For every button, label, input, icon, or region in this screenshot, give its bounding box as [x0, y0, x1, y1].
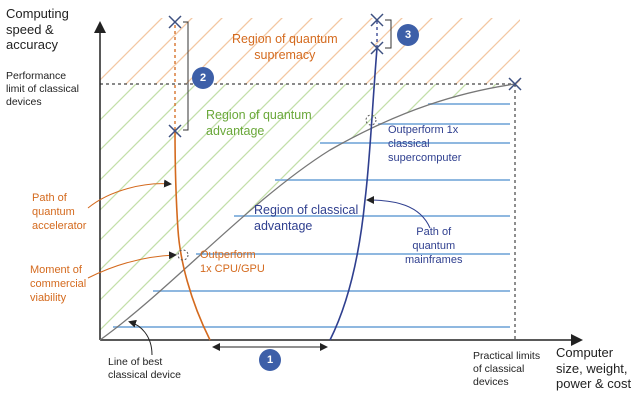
viability-label-line: commercial	[30, 277, 87, 290]
advantage-label-line: Region of quantum	[206, 108, 312, 122]
practical-limits-line-text: Practical limits	[473, 350, 541, 362]
x-axis-label-line: Computer	[556, 345, 614, 360]
best-classical-label: Line of best classical device	[108, 356, 181, 382]
super-crossover-marker	[365, 114, 377, 126]
performance-limit-line-text: Performance	[6, 70, 67, 82]
viability-pointer	[87, 251, 177, 279]
accelerator-label-line: quantum	[32, 205, 75, 218]
y-axis-label: Computing speed & accuracy	[6, 6, 69, 53]
mainframe-pointer	[366, 196, 431, 229]
best-classical-curve	[99, 83, 516, 341]
classical-device-bars	[113, 103, 510, 328]
mainframe-label-line: mainframes	[405, 253, 463, 266]
performance-limit-label: Performance limit of classical devices	[6, 70, 79, 109]
performance-limit-line-text: limit of classical	[6, 83, 79, 96]
x-axis-label-line: size, weight,	[556, 360, 628, 376]
bracket-3	[385, 19, 392, 49]
x-axis-label-line: power & cost	[556, 376, 632, 392]
mainframe-label-line: quantum	[412, 239, 456, 252]
badge-1: 1	[259, 349, 281, 371]
supremacy-label-line: supremacy	[254, 47, 316, 62]
viability-label-line: Moment of	[30, 264, 82, 276]
best-classical-line: Line of best	[108, 356, 163, 368]
outperform-super-line: Outperform 1x	[388, 124, 459, 136]
outperform-cpu-label: Outperform 1x CPU/GPU	[200, 249, 265, 277]
outperform-cpu-line: Outperform	[200, 249, 256, 261]
classical-label-line: advantage	[254, 218, 313, 233]
classical-label-line: Region of classical	[254, 203, 359, 217]
y-axis-label-line: accuracy	[6, 37, 59, 53]
supremacy-region-label: Region of quantum supremacy	[232, 32, 338, 63]
best-classical-line: classical device	[108, 369, 181, 382]
accelerator-label-line: accelerator	[32, 219, 87, 232]
accelerator-pointer	[87, 179, 172, 209]
badge-3: 3	[397, 24, 419, 46]
cpu-crossover-marker	[177, 249, 189, 261]
outperform-super-line: supercomputer	[388, 151, 462, 164]
best-classical-pointer	[128, 319, 153, 356]
practical-limits-label: Practical limits of classical devices	[473, 350, 540, 389]
accelerator-path	[174, 129, 211, 341]
advantage-label-line: advantage	[206, 123, 265, 138]
mainframe-path-label: Path of quantum mainframes	[405, 226, 462, 267]
performance-limit-line-text: devices	[6, 96, 42, 109]
outperform-supercomputer-label: Outperform 1x classical supercomputer	[388, 124, 461, 165]
classical-region-label: Region of classical advantage	[254, 203, 358, 234]
accelerator-path-label: Path of quantum accelerator	[32, 192, 86, 233]
outperform-super-line: classical	[388, 137, 430, 150]
mainframe-label-line: Path of	[416, 226, 452, 238]
accelerator-label-line: Path of	[32, 192, 67, 204]
y-axis-label-line: Computing	[6, 6, 69, 21]
mainframe-path	[329, 47, 378, 341]
advantage-region-label: Region of quantum advantage	[206, 108, 312, 139]
cross-icon	[168, 13, 522, 138]
supremacy-label-line: Region of quantum	[232, 32, 338, 46]
bracket-2	[183, 21, 189, 131]
commercial-viability-label: Moment of commercial viability	[30, 264, 86, 305]
badge-2: 2	[192, 67, 214, 89]
practical-limits-line-text: of classical	[473, 363, 525, 376]
quantum-supremacy-hatch	[100, 18, 520, 84]
outperform-cpu-line: 1x CPU/GPU	[200, 262, 265, 275]
practical-limits-line-text: devices	[473, 376, 509, 389]
x-axis-label: Computer size, weight, power & cost	[556, 345, 631, 392]
y-axis-label-line: speed &	[6, 21, 54, 37]
viability-label-line: viability	[30, 291, 67, 304]
